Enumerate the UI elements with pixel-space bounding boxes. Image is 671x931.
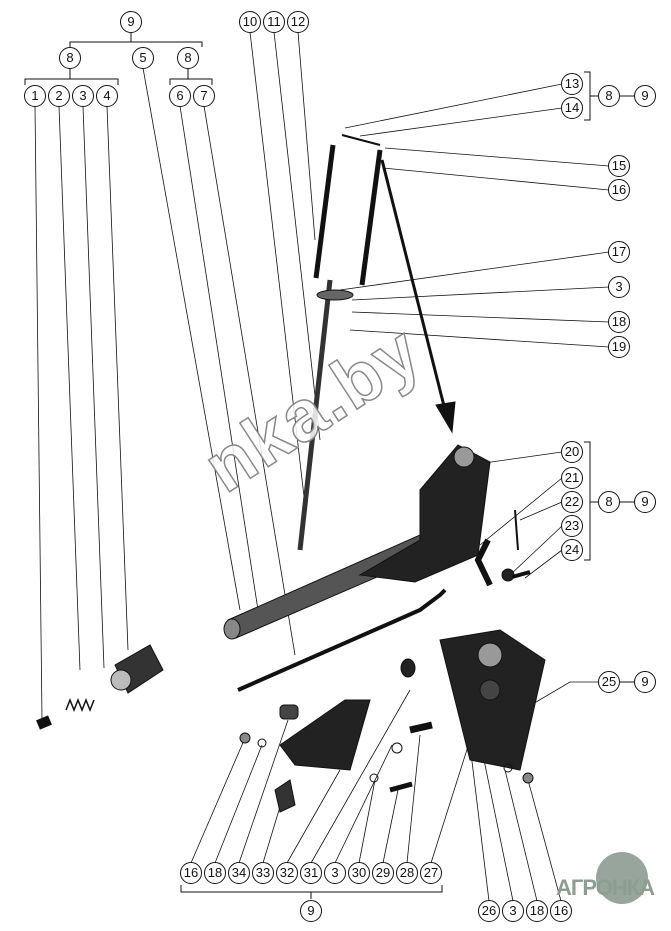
part-callout: 6 bbox=[169, 85, 191, 107]
part-callout: 2 bbox=[48, 85, 70, 107]
part-callout: 16 bbox=[180, 862, 202, 884]
part-callout: 21 bbox=[561, 467, 583, 489]
part-callout: 17 bbox=[608, 241, 630, 263]
part-callout: 12 bbox=[287, 11, 309, 33]
part-callout: 16 bbox=[608, 179, 630, 201]
part-callout: 26 bbox=[478, 900, 500, 922]
part-callout: 28 bbox=[396, 862, 418, 884]
part-callout: 3 bbox=[72, 85, 94, 107]
part-callout: 8 bbox=[598, 491, 620, 513]
part-callout: 9 bbox=[120, 11, 142, 33]
part-callout: 7 bbox=[193, 85, 215, 107]
logo-text: АГРОНКА bbox=[556, 875, 655, 900]
parts bbox=[36, 134, 546, 813]
part-callout: 27 bbox=[420, 862, 442, 884]
part-callout: 1 bbox=[24, 85, 46, 107]
part-callout: 8 bbox=[59, 47, 81, 69]
part-callout: 23 bbox=[561, 515, 583, 537]
part-callout: 8 bbox=[598, 85, 620, 107]
part-callout: 9 bbox=[300, 900, 322, 922]
part-callout: 3 bbox=[502, 900, 524, 922]
part-callout: 24 bbox=[561, 539, 583, 561]
part-callout: 32 bbox=[276, 862, 298, 884]
part-callout: 20 bbox=[561, 441, 583, 463]
bracket-lines bbox=[24, 32, 634, 899]
direction-arrow bbox=[380, 159, 456, 434]
part-callout: 33 bbox=[252, 862, 274, 884]
part-callout: 25 bbox=[598, 671, 620, 693]
part-callout: 11 bbox=[263, 11, 285, 33]
part-callout: 3 bbox=[608, 276, 630, 298]
part-callout: 14 bbox=[561, 97, 583, 119]
part-callout: 22 bbox=[561, 491, 583, 513]
part-callout: 31 bbox=[300, 862, 322, 884]
part-callout: 18 bbox=[204, 862, 226, 884]
part-callout: 10 bbox=[239, 11, 261, 33]
part-callout: 16 bbox=[550, 900, 572, 922]
part-callout: 15 bbox=[608, 155, 630, 177]
part-callout: 34 bbox=[228, 862, 250, 884]
part-callout: 30 bbox=[348, 862, 370, 884]
part-callout: 18 bbox=[526, 900, 548, 922]
part-callout: 18 bbox=[608, 311, 630, 333]
part-callout: 9 bbox=[634, 491, 656, 513]
part-callout: 9 bbox=[634, 671, 656, 693]
part-callout: 8 bbox=[177, 47, 199, 69]
part-callout: 13 bbox=[561, 73, 583, 95]
leader-lines bbox=[34, 31, 610, 902]
part-callout: 3 bbox=[324, 862, 346, 884]
part-callout: 29 bbox=[372, 862, 394, 884]
part-callout: 19 bbox=[608, 336, 630, 358]
part-callout: 4 bbox=[96, 85, 118, 107]
part-callout: 5 bbox=[132, 47, 154, 69]
agronka-logo: АГРОНКА bbox=[556, 852, 656, 912]
logo-circle bbox=[596, 852, 648, 904]
part-callout: 9 bbox=[634, 85, 656, 107]
